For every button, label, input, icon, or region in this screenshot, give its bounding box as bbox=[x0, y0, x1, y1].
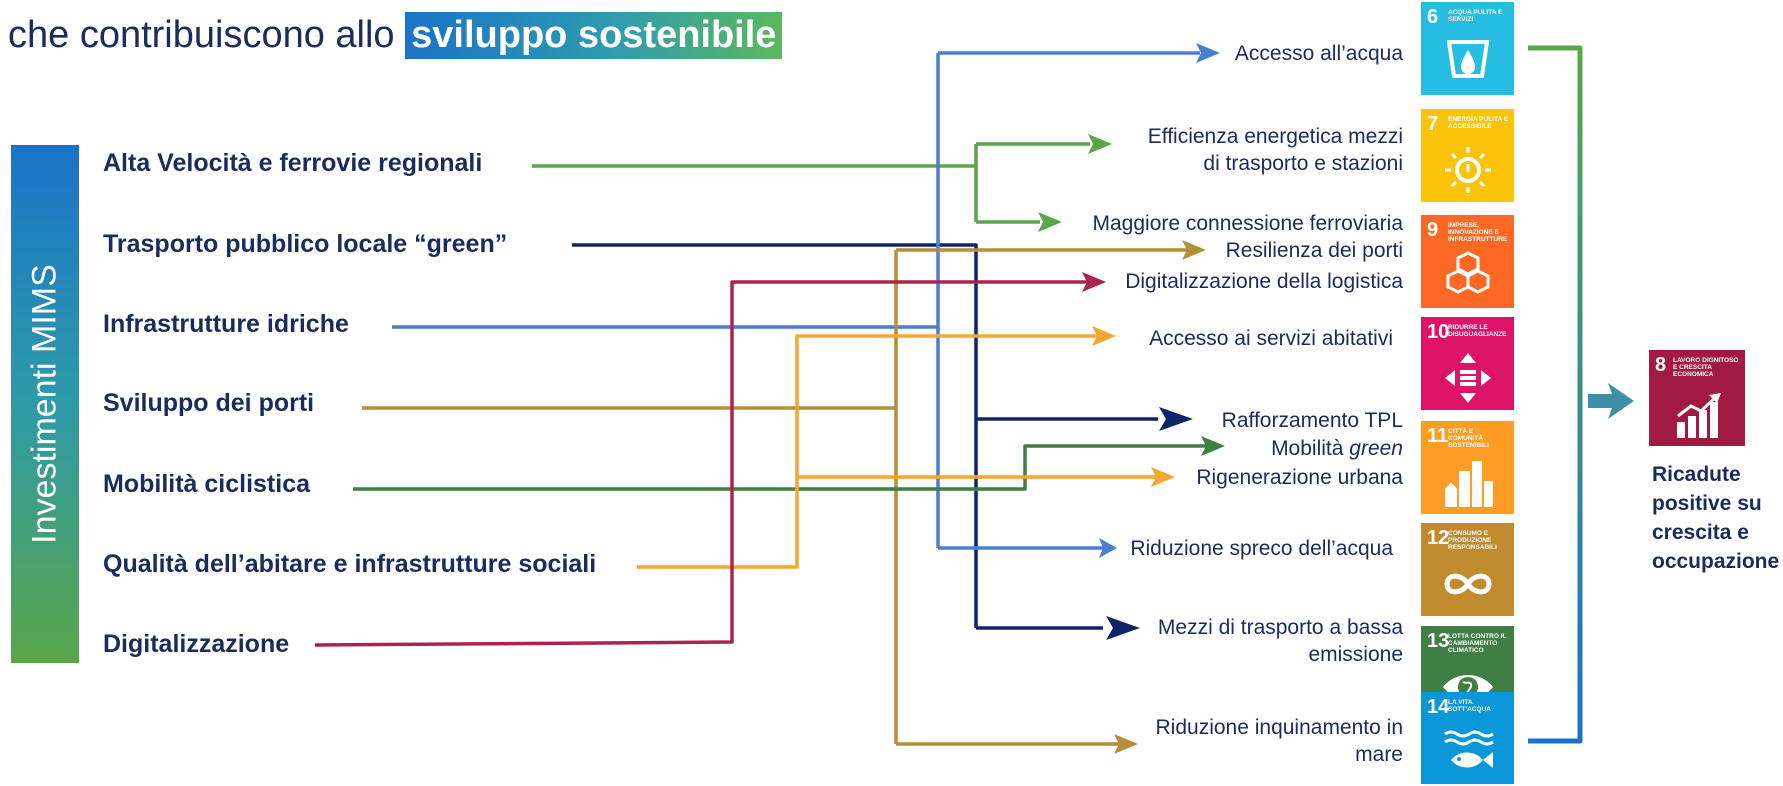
page-title: che contribuiscono allo sviluppo sosteni… bbox=[8, 12, 783, 59]
arrow-inquinamento bbox=[1114, 734, 1138, 754]
ricadute-caption: Ricadute positive su crescita e occupazi… bbox=[1652, 463, 1780, 573]
outcome-spreco-acqua: Riduzione spreco dell’acqua bbox=[1130, 537, 1393, 560]
link-porti bbox=[362, 248, 1187, 746]
outcome-connessione: Maggiore connessione ferroviaria bbox=[1092, 212, 1404, 235]
link-idriche bbox=[392, 51, 1200, 550]
bracket-sdg bbox=[1528, 45, 1583, 744]
outcome-resilienza-porti: Resilienza dei porti bbox=[1225, 239, 1403, 262]
arrow-spreco bbox=[1099, 538, 1117, 558]
equality-arrows-icon bbox=[1445, 353, 1491, 403]
city-icon bbox=[1445, 461, 1493, 507]
sun-power-icon bbox=[1445, 147, 1491, 193]
investment-alta-velocita: Alta Velocità e ferrovie regionali bbox=[103, 149, 483, 177]
outcome-inquinamento-2: mare bbox=[1355, 743, 1403, 766]
link-tpl-green bbox=[572, 243, 1158, 630]
investment-infrastrutture-idriche: Infrastrutture idriche bbox=[103, 310, 349, 338]
growth-chart-icon bbox=[1677, 393, 1721, 438]
title-highlight: sviluppo sostenibile bbox=[405, 12, 783, 59]
title-prefix: che contribuiscono allo bbox=[8, 14, 406, 56]
outcome-servizi-abitativi: Accesso ai servizi abitativi bbox=[1149, 327, 1393, 350]
link-ciclistica bbox=[353, 444, 1206, 491]
outcome-efficienza-1: Efficienza energetica mezzi bbox=[1147, 125, 1403, 148]
arrow-efficienza bbox=[1088, 134, 1112, 154]
link-abitare bbox=[637, 334, 1158, 569]
investment-tpl-green: Trasporto pubblico locale “green” bbox=[103, 230, 508, 258]
outcome-rigenerazione-urbana: Rigenerazione urbana bbox=[1196, 466, 1403, 489]
arrow-rigenerazione bbox=[1151, 467, 1175, 487]
outcome-inquinamento-1: Riduzione inquinamento in bbox=[1155, 716, 1404, 739]
fish-icon bbox=[1444, 730, 1494, 768]
arrow-tpl bbox=[1159, 407, 1193, 431]
outcome-accesso-acqua: Accesso all’acqua bbox=[1234, 42, 1403, 65]
investment-qualita-abitare: Qualità dell’abitare e infrastrutture so… bbox=[103, 550, 597, 578]
investment-digitalizzazione: Digitalizzazione bbox=[103, 630, 290, 658]
outcome-digitalizzazione-logistica: Digitalizzazione della logistica bbox=[1125, 270, 1403, 293]
sidebar-investimenti: Investimenti MIMS bbox=[11, 145, 79, 663]
outcome-rafforzamento-tpl: Rafforzamento TPL bbox=[1221, 409, 1403, 432]
infinity-icon bbox=[1444, 573, 1492, 595]
arrow-digitalizzazione bbox=[1082, 272, 1106, 292]
arrow-resilienza bbox=[1182, 240, 1206, 260]
arrow-abitativi bbox=[1092, 326, 1116, 346]
arrow-mobilita bbox=[1201, 436, 1225, 456]
outcome-efficienza-2: di trasporto e stazioni bbox=[1203, 152, 1403, 175]
water-drop-icon bbox=[1446, 40, 1490, 78]
investment-mobilita-ciclistica: Mobilità ciclistica bbox=[103, 470, 311, 498]
cubes-icon bbox=[1446, 251, 1490, 294]
link-digitalizzazione bbox=[314, 280, 1087, 647]
arrow-mezzi bbox=[1106, 616, 1140, 640]
outcome-mobilita-green: Mobilità green bbox=[1271, 437, 1403, 460]
outcome-mezzi-2: emissione bbox=[1308, 643, 1403, 666]
investment-sviluppo-porti: Sviluppo dei porti bbox=[103, 389, 315, 417]
arrow-sdg8 bbox=[1588, 383, 1634, 419]
arrow-acqua bbox=[1196, 43, 1220, 63]
link-alta-velocita bbox=[532, 142, 1090, 224]
outcome-mezzi-1: Mezzi di trasporto a bassa bbox=[1157, 616, 1403, 639]
arrow-connessione bbox=[1038, 212, 1062, 232]
